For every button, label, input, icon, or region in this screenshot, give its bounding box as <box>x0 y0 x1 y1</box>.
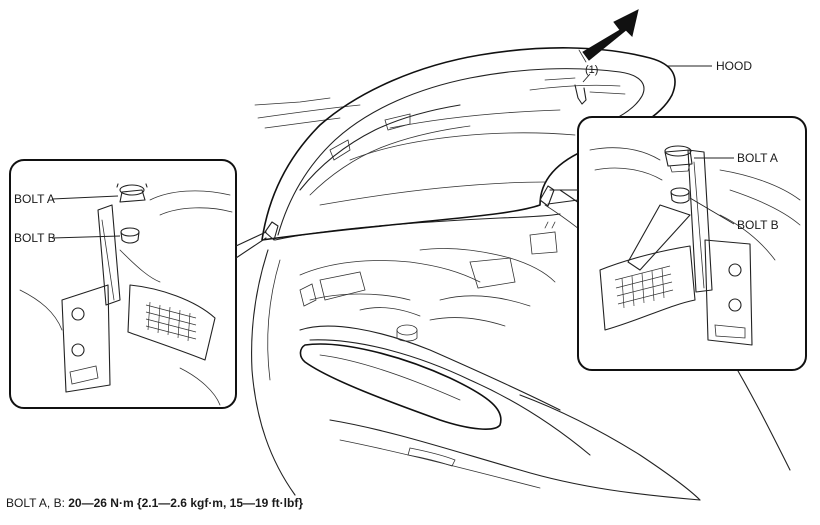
torque-spec-value: 20—26 N·m {2.1—2.6 kgf·m, 15—19 ft·lbf} <box>68 496 303 510</box>
vent-grille <box>145 301 197 342</box>
callout-1-label: (1) <box>585 64 598 76</box>
right-bolt-b-label: BOLT B <box>737 218 779 232</box>
left-detail-inset <box>9 159 267 409</box>
right-bolt-b <box>670 187 690 204</box>
torque-spec-label: BOLT A, B: <box>6 496 69 510</box>
torque-spec: BOLT A, B: 20—26 N·m {2.1—2.6 kgf·m, 15—… <box>6 496 303 510</box>
left-bolt-b-label: BOLT B <box>14 231 56 245</box>
left-bolt-b <box>120 227 140 244</box>
engine-bay <box>274 213 561 342</box>
hood-label: HOOD <box>716 59 752 73</box>
hood <box>261 47 712 241</box>
vent-grille <box>614 265 674 309</box>
right-bolt-a-label: BOLT A <box>737 151 778 165</box>
left-bolt-a <box>116 183 148 203</box>
right-detail-inset <box>547 116 807 371</box>
lift-direction-arrow-icon <box>578 9 639 63</box>
right-bolt-a <box>664 145 693 173</box>
left-bolt-a-label: BOLT A <box>14 192 55 206</box>
left-hinge <box>264 221 279 241</box>
